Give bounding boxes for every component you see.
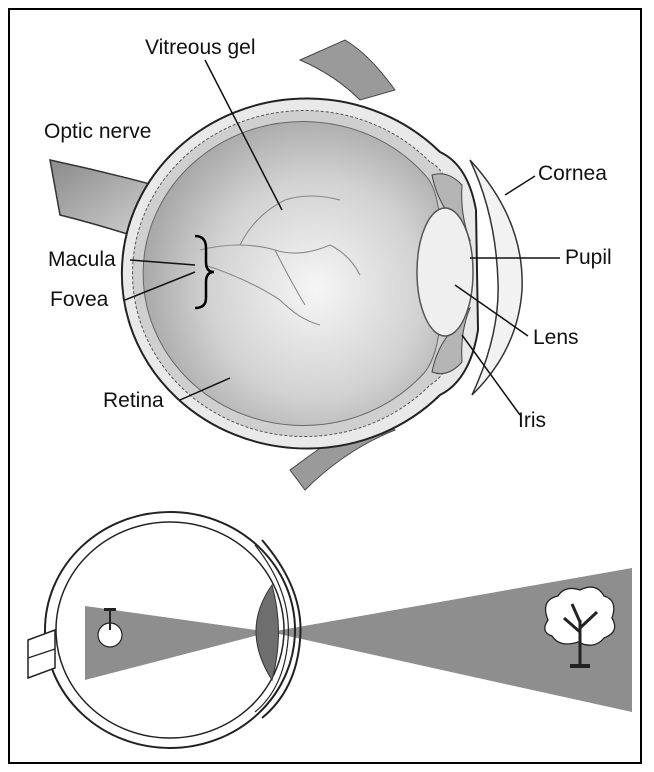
label-macula: Macula [48, 248, 116, 271]
label-retina: Retina [103, 389, 164, 412]
lens-shape [417, 208, 473, 336]
label-optic-nerve: Optic nerve [44, 120, 151, 143]
small-lens [256, 585, 279, 680]
image-formation-diagram [28, 512, 632, 748]
label-pupil: Pupil [565, 246, 612, 269]
label-vitreous-gel: Vitreous gel [145, 36, 256, 59]
label-iris: Iris [518, 409, 546, 432]
label-cornea: Cornea [538, 162, 607, 185]
label-lens: Lens [533, 326, 579, 349]
light-cone [85, 568, 632, 712]
label-fovea: Fovea [50, 288, 109, 311]
upper-muscle [300, 40, 395, 100]
eye-cross-section [50, 40, 522, 490]
